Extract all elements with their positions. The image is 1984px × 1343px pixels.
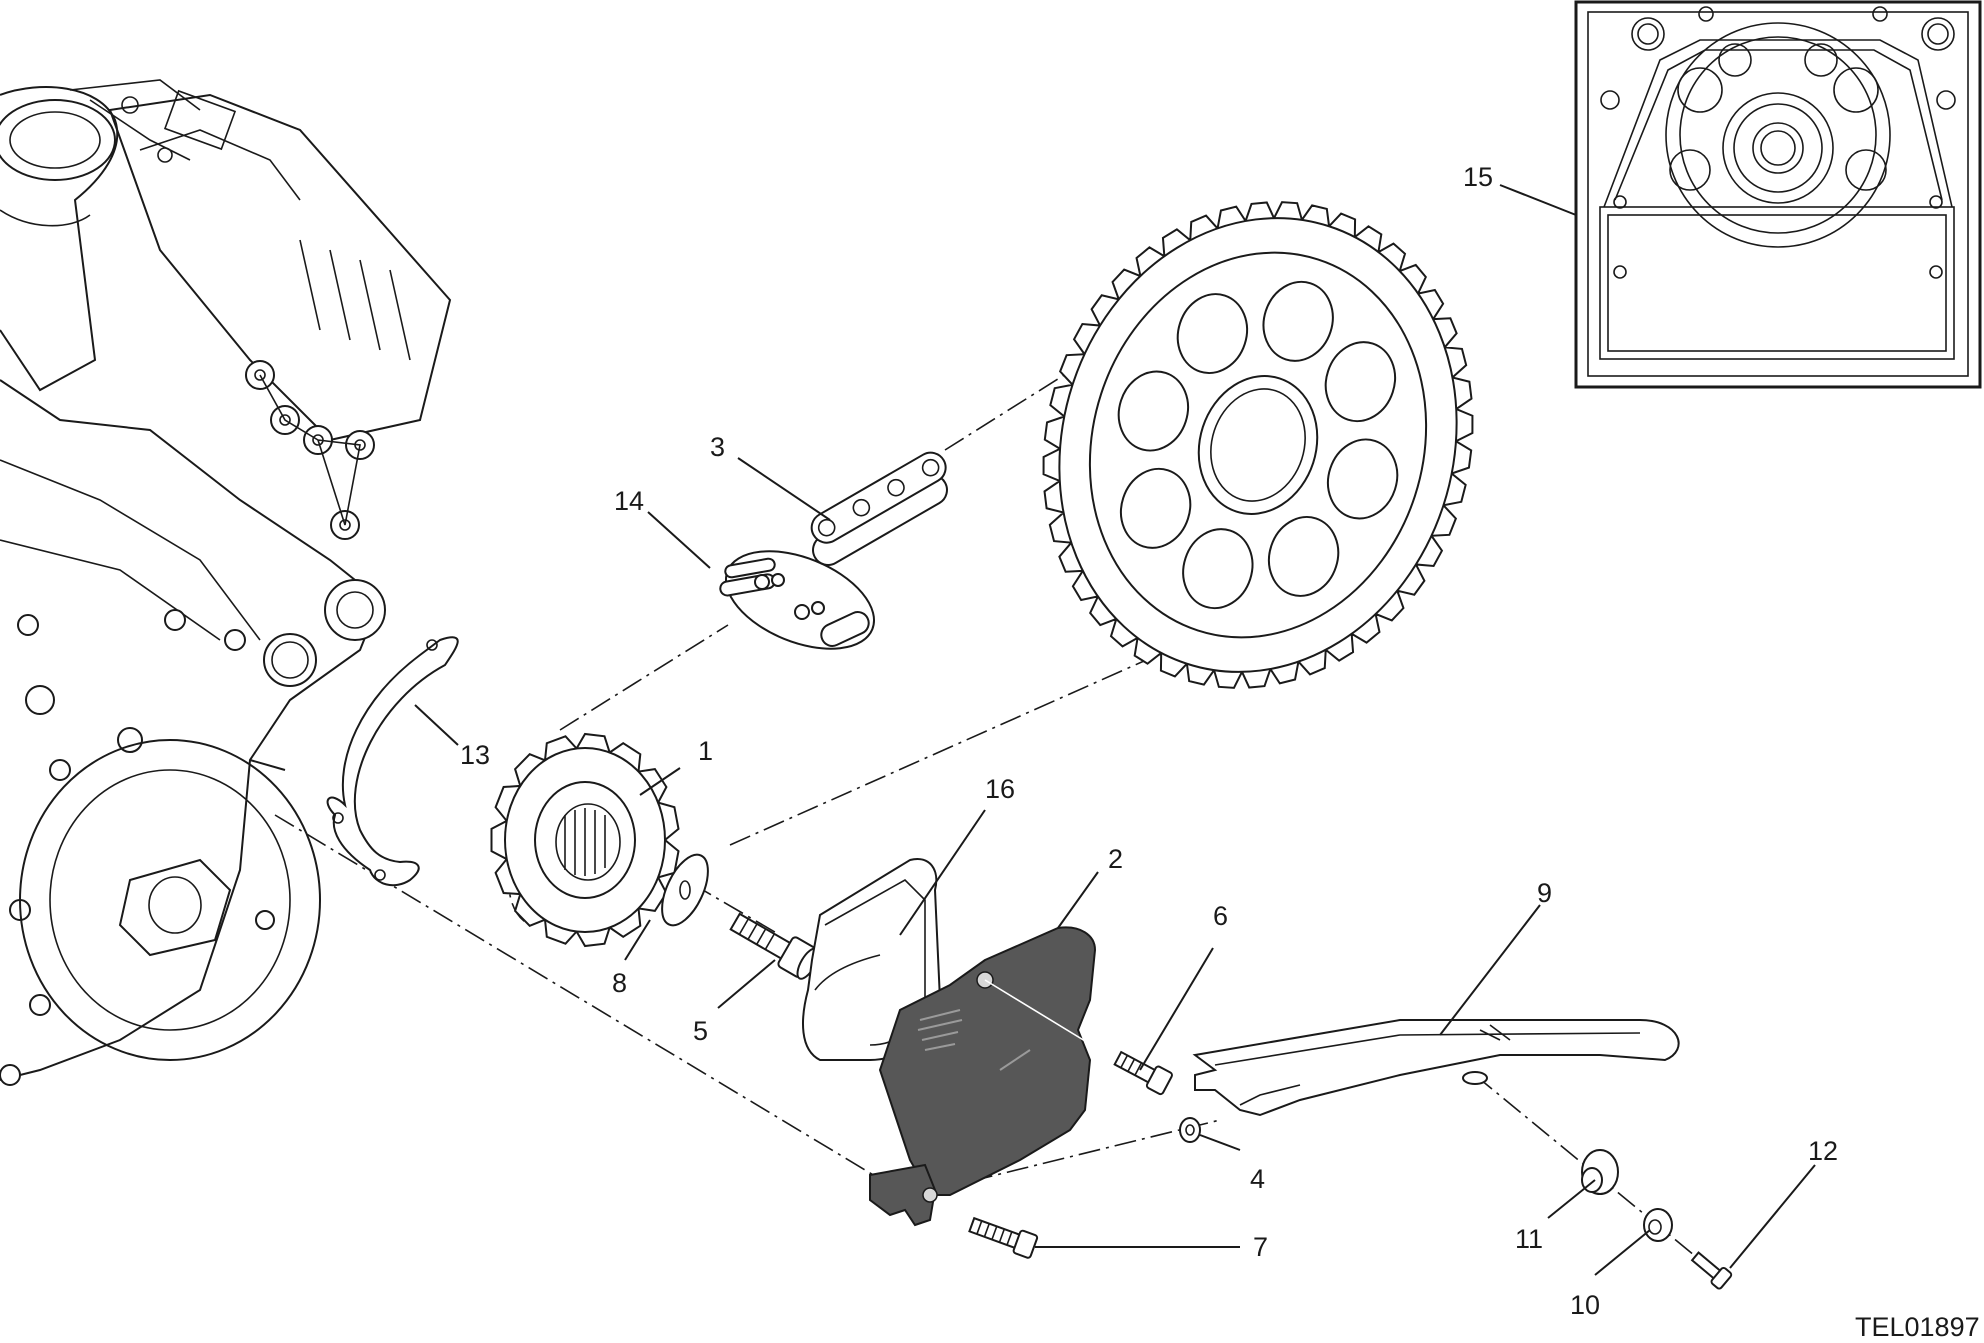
callout-3: 3	[710, 432, 725, 462]
sprocket-hole	[1326, 438, 1399, 520]
sprocket-hole	[1117, 370, 1190, 452]
rear-sprocket	[1042, 201, 1474, 689]
front-sprocket	[490, 732, 680, 948]
callout-6: 6	[1213, 901, 1228, 931]
callout-9: 9	[1537, 878, 1552, 908]
reference-code: TEL01897	[1855, 1312, 1980, 1342]
callout-1: 1	[698, 736, 713, 766]
callout-labels: 1 2 3 4 5 6 7 8 9 10 11 12 13 14 15 16 T…	[460, 162, 1980, 1342]
callout-14: 14	[614, 486, 644, 516]
slider-screw	[1690, 1251, 1733, 1290]
sprocket-hole	[1119, 467, 1192, 549]
sprocket-hole	[1262, 280, 1334, 362]
sprocket-hole	[1182, 528, 1254, 610]
callout-7: 7	[1253, 1232, 1268, 1262]
callout-11: 11	[1515, 1224, 1543, 1254]
callout-5: 5	[693, 1016, 708, 1046]
sprocket-hole	[1267, 515, 1340, 597]
slider-washer	[1643, 1208, 1673, 1242]
chain-guard	[869, 926, 1109, 1227]
leader-lines	[414, 184, 1816, 1276]
callout-8: 8	[612, 968, 627, 998]
sprocket-hole	[1324, 341, 1397, 423]
callout-15: 15	[1463, 162, 1493, 192]
chain-slider	[1192, 1019, 1680, 1117]
sprocket-hole	[1176, 293, 1249, 375]
engine-block	[0, 79, 452, 1086]
guard-bolt-upper	[1113, 1050, 1173, 1096]
callout-4: 4	[1250, 1164, 1265, 1194]
callout-10: 10	[1570, 1290, 1600, 1320]
callout-2: 2	[1108, 844, 1123, 874]
guard-bolt-lower	[968, 1216, 1039, 1259]
callout-16: 16	[985, 774, 1015, 804]
sprocket-bolt	[729, 912, 820, 980]
washer	[661, 853, 709, 927]
inset-detail	[1574, 0, 1982, 389]
sprocket-cover-gasket	[326, 636, 459, 887]
master-link-kit	[719, 550, 876, 650]
spacer	[1179, 1117, 1201, 1143]
callout-12: 12	[1808, 1136, 1838, 1166]
chain-link	[810, 451, 948, 566]
callout-13: 13	[460, 740, 490, 770]
